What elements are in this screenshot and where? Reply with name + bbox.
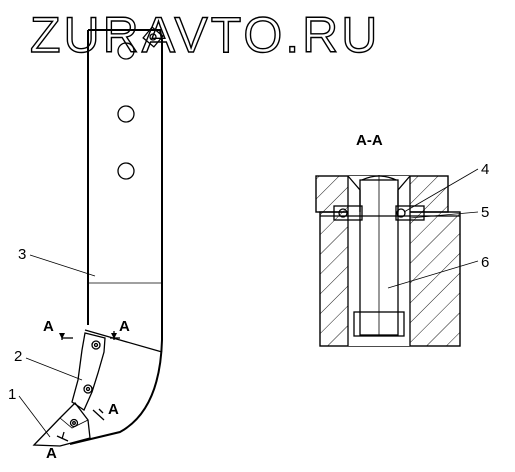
callout-5: 5	[481, 204, 489, 221]
plate-bolt-upper	[91, 340, 101, 350]
section-mark-a-left: A	[43, 318, 54, 335]
callout-4: 4	[481, 161, 489, 178]
section-cut-marks	[56, 331, 120, 442]
section-title: A-A	[356, 132, 383, 149]
callout-3: 3	[18, 246, 26, 263]
mount-hole-top	[117, 42, 135, 60]
leader-2	[25, 357, 83, 381]
section-mark-a-tip-right: A	[108, 401, 119, 418]
leader-3	[29, 254, 96, 277]
corner-clip	[142, 26, 164, 48]
mount-hole-bottom	[117, 162, 135, 180]
leader-1	[18, 395, 51, 438]
leader-6	[387, 260, 479, 289]
tooth-tip	[32, 402, 91, 447]
plate-bolt-lower	[83, 384, 93, 394]
tip-pin	[69, 418, 79, 428]
corner-bolt	[149, 33, 157, 41]
watermark-logo: ZURAVTO.RU	[30, 7, 380, 63]
wear-plate	[71, 332, 106, 411]
section-mark-a-right: A	[119, 318, 130, 335]
callout-1: 1	[8, 386, 16, 403]
mount-hole-middle	[117, 105, 135, 123]
leader-4	[403, 168, 479, 213]
section-mark-a-tip-left: A	[46, 445, 57, 462]
leader-5	[409, 211, 479, 219]
callout-6: 6	[481, 254, 489, 271]
callout-2: 2	[14, 348, 22, 365]
shank-outline	[69, 26, 164, 445]
section-view	[315, 175, 461, 347]
